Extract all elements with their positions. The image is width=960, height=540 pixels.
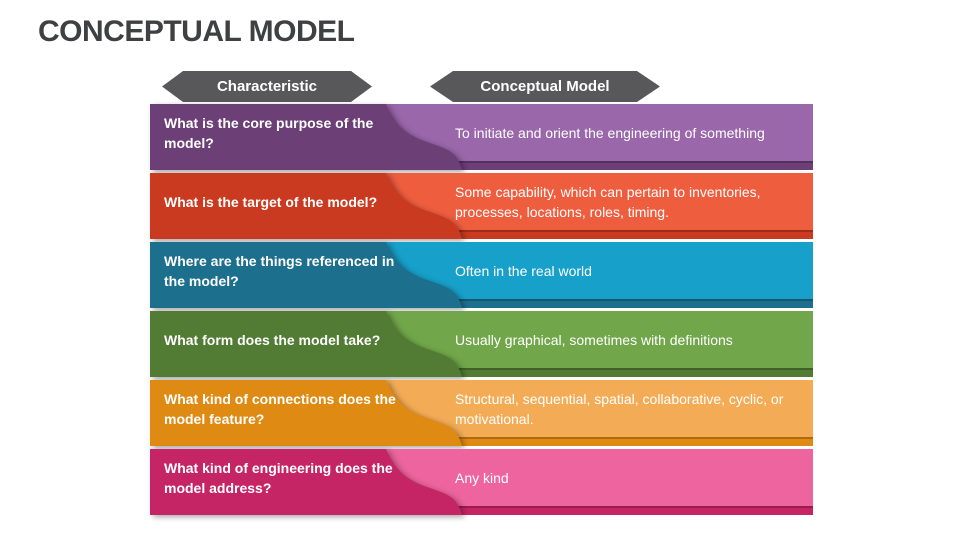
column-header-characteristic: Characteristic	[162, 71, 372, 102]
question-wave-shape	[150, 173, 462, 239]
table-row: What kind of connections does the model …	[150, 380, 813, 446]
question-wave-shape	[150, 449, 462, 515]
table-row: What is the core purpose of the model? T…	[150, 104, 813, 170]
column-header-conceptual-model: Conceptual Model	[430, 71, 660, 102]
table-row: What kind of engineering does the model …	[150, 449, 813, 515]
table-row: What form does the model take? Usually g…	[150, 311, 813, 377]
answer-text: Some capability, which can pertain to in…	[455, 184, 761, 220]
question-wave-shape	[150, 380, 462, 446]
question-text: What form does the model take?	[164, 332, 381, 348]
question-text: What is the core purpose of the model?	[164, 115, 374, 151]
answer-text: Usually graphical, sometimes with defini…	[455, 332, 733, 348]
question-wave-shape	[150, 104, 462, 170]
question-wave-shape	[150, 311, 462, 377]
question-text: What is the target of the model?	[164, 194, 378, 210]
comparison-table: What is the core purpose of the model? T…	[150, 104, 813, 518]
row-bottom-strip	[150, 230, 813, 239]
answer-text: Any kind	[455, 470, 509, 486]
answer-text: Often in the real world	[455, 263, 592, 279]
table-row: Where are the things referenced in the m…	[150, 242, 813, 308]
question-text: Where are the things referenced in the m…	[164, 253, 395, 289]
answer-text: To initiate and orient the engineering o…	[455, 125, 765, 141]
row-bottom-strip	[150, 437, 813, 446]
question-text: What kind of connections does the model …	[164, 391, 396, 427]
answer-text: Structural, sequential, spatial, collabo…	[455, 391, 784, 427]
row-bottom-strip	[150, 299, 813, 308]
table-row: What is the target of the model? Some ca…	[150, 173, 813, 239]
row-bottom-strip	[150, 368, 813, 377]
row-bottom-strip	[150, 161, 813, 170]
question-wave-shape	[150, 242, 462, 308]
row-bottom-strip	[150, 506, 813, 515]
slide-title: CONCEPTUAL MODEL	[38, 15, 355, 48]
question-text: What kind of engineering does the model …	[164, 460, 393, 496]
